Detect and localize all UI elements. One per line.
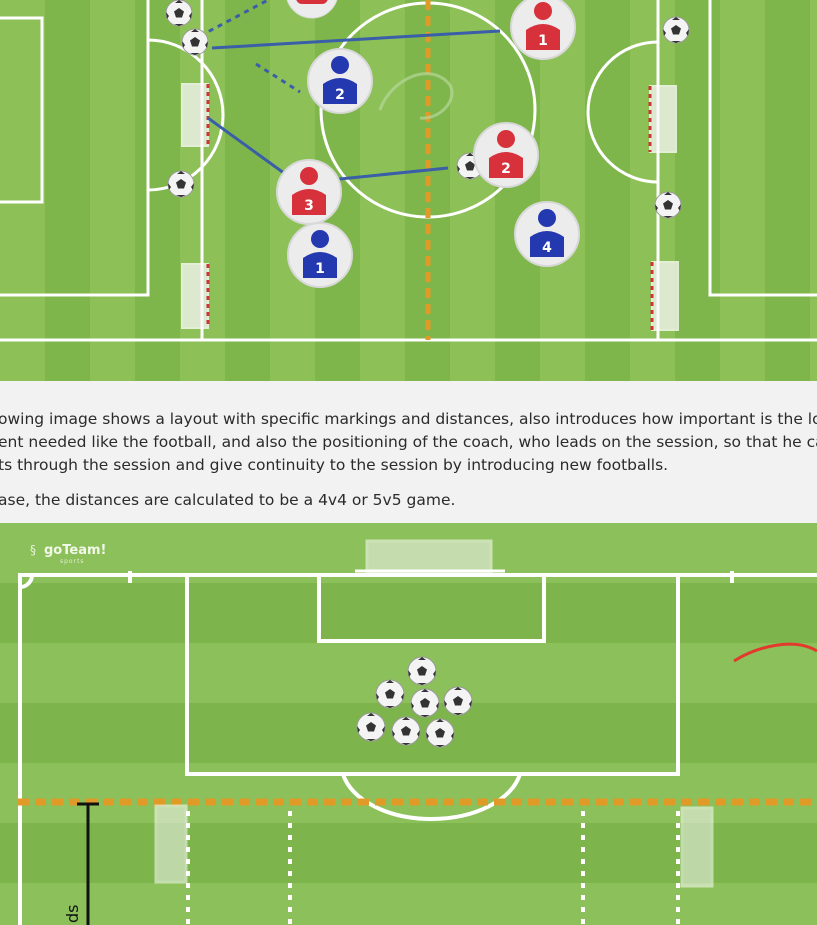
player-number: 1 [538, 33, 548, 49]
article-paragraph: owing image shows a layout with specific… [0, 408, 817, 477]
paragraph-line: ts through the session and give continui… [0, 456, 669, 474]
goal-left-lower [181, 263, 210, 329]
article-text: owing image shows a layout with specific… [0, 381, 817, 523]
player-number: 1 [315, 261, 325, 277]
ball-icon [407, 656, 437, 686]
player-number: 2 [501, 161, 511, 177]
goteam-logo: § goTeam! sports [30, 543, 106, 565]
bottom-pitch-diagram: § goTeam! sports [0, 523, 817, 925]
top-pitch-diagram: 1 2 3 2 1 [0, 0, 817, 381]
article-paragraph: ase, the distances are calculated to be … [0, 491, 456, 509]
ball-icon [662, 16, 690, 44]
player-token-blue-4: 4 [514, 201, 580, 267]
player-token-blue-2: 2 [307, 48, 373, 114]
ball-icon [165, 0, 193, 27]
player-number: 3 [304, 198, 314, 214]
distance-label: ds [63, 905, 82, 924]
ball-icon [375, 679, 405, 709]
player-token-red-2: 2 [473, 122, 539, 188]
top-goal [355, 539, 505, 575]
goal-right-upper [648, 85, 677, 153]
ball-icon [654, 191, 682, 219]
logo-subtext: sports [60, 558, 85, 565]
goal-left-upper [181, 83, 210, 147]
ball-icon [391, 716, 421, 746]
logo-icon: § [30, 543, 36, 557]
ball-icon [356, 712, 386, 742]
player-token-red-3: 3 [276, 159, 342, 225]
pass-lines [199, 0, 501, 182]
player-token-blue-1: 1 [287, 222, 353, 288]
ball-icon [167, 170, 195, 198]
player-token-red-1: 1 [510, 0, 576, 60]
ball-icon [410, 688, 440, 718]
paragraph-line: owing image shows a layout with specific… [0, 410, 817, 428]
bottom-pitch-svg: § goTeam! sports [0, 523, 817, 925]
small-goal-left [154, 804, 188, 884]
goal-right-lower [650, 261, 679, 331]
small-goal-right [680, 806, 714, 888]
logo-text: goTeam! [44, 543, 106, 558]
ball-icon [181, 28, 209, 56]
movement-curve [733, 642, 817, 663]
paragraph-line: ent needed like the football, and also t… [0, 433, 817, 451]
top-pitch-svg: 1 2 3 2 1 [0, 0, 817, 381]
movement-arrow [378, 72, 454, 120]
distance-marker: ds [63, 802, 99, 925]
player-number: 4 [542, 240, 552, 256]
bottom-pitch-lines [18, 571, 817, 925]
player-token-red-partial [286, 0, 338, 19]
ball-icon [443, 686, 473, 716]
ball-icon [425, 718, 455, 748]
player-number: 2 [335, 87, 345, 103]
